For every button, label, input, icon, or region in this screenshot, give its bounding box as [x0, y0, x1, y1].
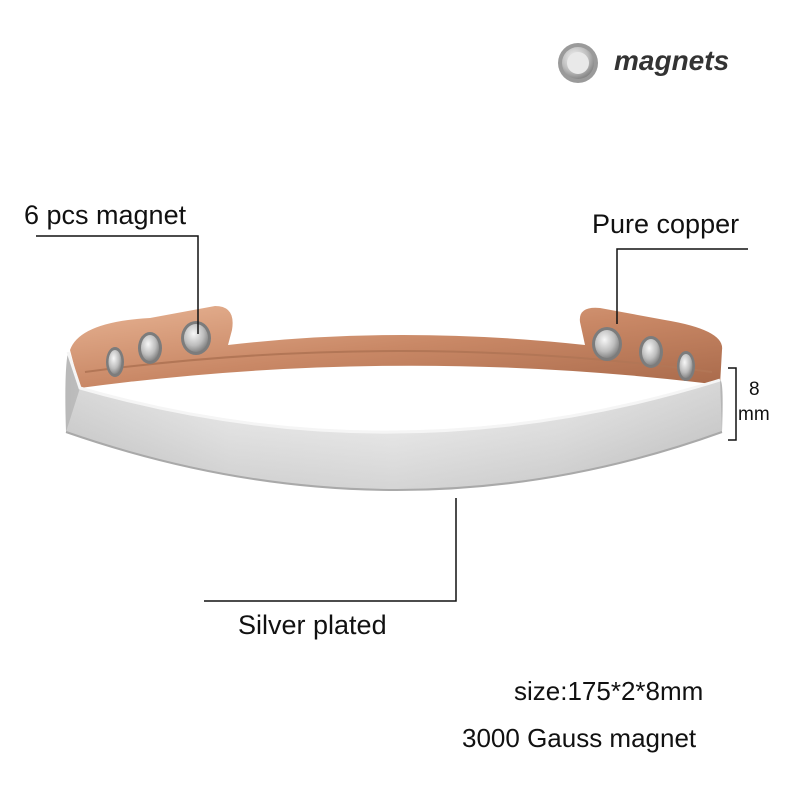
dimension-unit: mm: [738, 404, 770, 425]
callout-silver-line: [204, 498, 457, 602]
magnet-right-3: [677, 351, 695, 381]
magnet-left-1: [181, 321, 211, 355]
dimension-bracket: [728, 367, 737, 441]
spec-size: size:175*2*8mm: [514, 676, 704, 706]
callout-magnet-line: [36, 235, 199, 334]
callout-lines: [36, 235, 748, 602]
legend-label: magnets: [614, 45, 730, 76]
callout-magnet-label: 6 pcs magnet: [24, 200, 187, 230]
magnet-left-3: [106, 347, 124, 377]
dimension-value: 8: [749, 379, 760, 400]
spec-gauss: 3000 Gauss magnet: [462, 723, 697, 753]
callout-copper-label: Pure copper: [592, 209, 740, 239]
magnet-dot-icon: [558, 43, 598, 83]
magnet-right-1: [592, 327, 622, 361]
magnet-right-2: [639, 336, 663, 368]
copper-inner-band: [70, 306, 723, 388]
magnet-left-2: [138, 332, 162, 364]
silver-outer-band: [65, 351, 723, 491]
callout-silver-label: Silver plated: [238, 610, 387, 640]
callout-copper-line: [616, 248, 748, 324]
